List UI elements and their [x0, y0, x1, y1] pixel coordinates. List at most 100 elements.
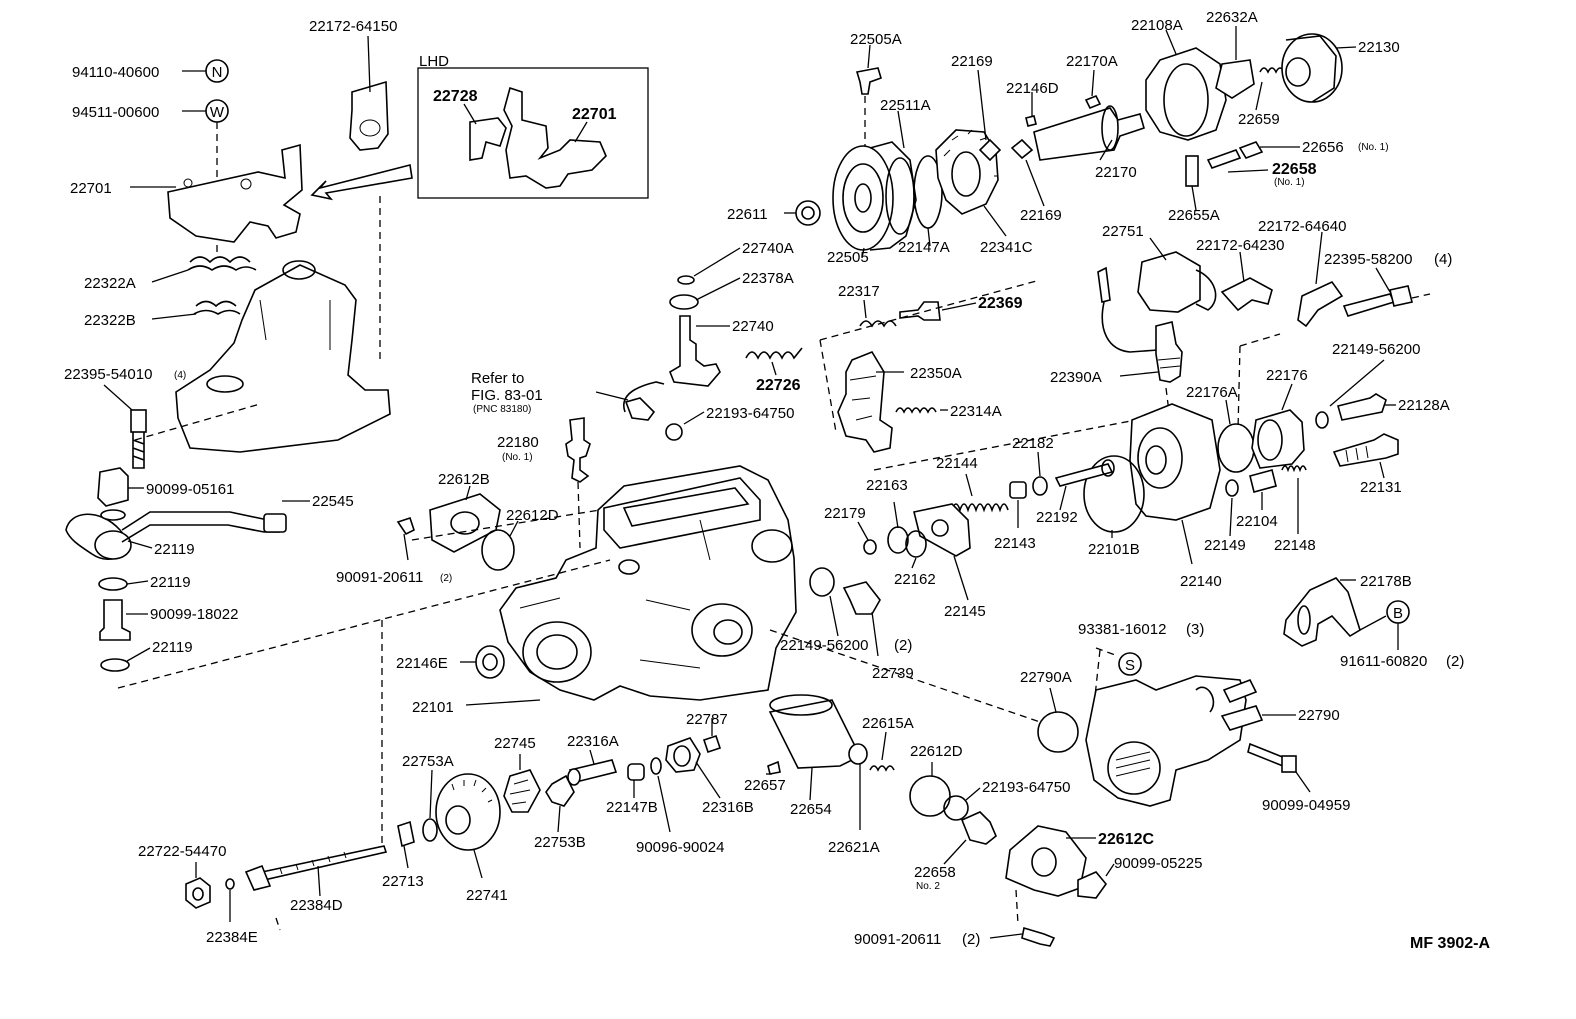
- washer-22119-bottom: [100, 658, 130, 672]
- label-22316B: 22316B: [702, 799, 754, 816]
- lhd-inset: [417, 67, 649, 199]
- label-qty-22658-no2: No. 2: [916, 881, 940, 892]
- bolt-90099-18022: [99, 599, 131, 641]
- label-qty-22395-54010: (4): [174, 370, 186, 381]
- label-90091-20611-a: 90091-20611: [336, 569, 423, 586]
- label-22390A: 22390A: [1050, 369, 1102, 386]
- oring-22790A: [1037, 711, 1079, 753]
- inset-lever-22701: [503, 86, 607, 189]
- key-22146D: [1025, 115, 1037, 127]
- label-22632A: 22632A: [1206, 9, 1258, 26]
- label-refer-1: Refer to: [471, 370, 524, 387]
- label-22104: 22104: [1236, 513, 1278, 530]
- clip-90096-90024: [650, 757, 662, 775]
- bracket-22172-64150: [349, 80, 389, 151]
- spring-22659: [1259, 67, 1285, 74]
- sensor-22612C: [1005, 825, 1087, 897]
- screw-90091-20611: [396, 516, 415, 536]
- label-22658: 22658: [1272, 161, 1317, 178]
- lower-center-parts: [185, 567, 997, 931]
- lever-22350A: [837, 351, 893, 453]
- label-22128A: 22128A: [1398, 397, 1450, 414]
- label-22322A: 22322A: [84, 275, 136, 292]
- label-22787: 22787: [686, 711, 728, 728]
- symbol-s-icon: [1118, 652, 1142, 676]
- label-91611-60820: 91611-60820: [1340, 653, 1427, 670]
- label-22182: 22182: [1012, 435, 1054, 452]
- label-22655A: 22655A: [1168, 207, 1220, 224]
- sleeve-22147B: [627, 763, 645, 781]
- label-22101: 22101: [412, 699, 454, 716]
- label-22753B: 22753B: [534, 834, 586, 851]
- bolt-90091-20611-lower: [1021, 926, 1056, 947]
- washer-22162: [905, 530, 927, 558]
- valve-22131: [1332, 433, 1399, 467]
- label-22384E: 22384E: [206, 929, 258, 946]
- oring-22612D-upper: [481, 529, 515, 571]
- label-22193-64750-a: 22193-64750: [706, 405, 794, 422]
- governor-cover-housing: [175, 264, 391, 453]
- label-22657: 22657: [744, 777, 786, 794]
- sensor-22193: [624, 397, 656, 421]
- label-22119-a: 22119: [154, 541, 195, 558]
- label-22612D-b: 22612D: [910, 743, 963, 760]
- fitting-22739: [842, 581, 881, 615]
- upper-mid-parts: [669, 247, 1137, 471]
- nut-90099-05225: [1077, 871, 1108, 899]
- rod-22384D: [261, 845, 388, 881]
- spring-22322B: [193, 300, 241, 315]
- label-22511A: 22511A: [880, 97, 931, 114]
- label-22140: 22140: [1180, 573, 1222, 590]
- washer-22179: [863, 539, 877, 555]
- oring-22740A: [677, 275, 695, 285]
- valve-22176: [1251, 409, 1305, 469]
- shutoff-lever-group: N W: [65, 35, 611, 845]
- oring-22176A: [1217, 423, 1255, 473]
- nut-90099-05161: [97, 467, 129, 507]
- pipe-22545: [121, 511, 283, 543]
- label-22176: 22176: [1266, 367, 1308, 384]
- label-93381-16012: 93381-16012: [1078, 621, 1166, 638]
- label-22108A: 22108A: [1131, 17, 1183, 34]
- lower-right-parts: B S: [769, 577, 1410, 947]
- arrow-inset-to-lever: [310, 164, 413, 201]
- oring-22101B: [1083, 455, 1145, 533]
- bracket-22172-64640: [1297, 280, 1344, 328]
- pin-22657: [767, 760, 781, 775]
- washer-22169-a: [978, 138, 1002, 162]
- solenoid-22390A: [1155, 321, 1183, 383]
- washer-22378A: [669, 294, 699, 310]
- part-labels: 22172-64150 94110-40600 94511-00600 2270…: [64, 9, 1490, 952]
- spring-22314A: [895, 407, 937, 414]
- figure-code: MF 3902-A: [1410, 935, 1490, 952]
- label-22726: 22726: [756, 377, 801, 394]
- shaft-22170: [1033, 107, 1145, 161]
- label-22384D: 22384D: [290, 897, 343, 914]
- plate-22713: [397, 820, 415, 848]
- ring-22621A: [848, 743, 868, 765]
- label-qty-90091-20611-b: (2): [962, 931, 980, 948]
- label-22179: 22179: [824, 505, 866, 522]
- label-90099-04959: 90099-04959: [1262, 797, 1350, 814]
- bearing-22146E: [475, 645, 505, 679]
- label-22145: 22145: [944, 603, 986, 620]
- label-22178B: 22178B: [1360, 573, 1412, 590]
- spring-22726: [745, 347, 803, 360]
- cap-22751: [1137, 251, 1201, 313]
- flange-22612B: [429, 493, 501, 553]
- label-22728: 22728: [433, 88, 478, 105]
- washer-22753B: [545, 774, 575, 807]
- label-22741: 22741: [466, 887, 508, 904]
- label-90099-18022: 90099-18022: [150, 606, 238, 623]
- label-22659: 22659: [1238, 111, 1280, 128]
- valve-22740: [669, 315, 721, 387]
- oring-22193-64750-lower: [943, 795, 969, 821]
- label-22654: 22654: [790, 801, 832, 818]
- label-22149: 22149: [1204, 537, 1246, 554]
- label-22612C: 22612C: [1098, 831, 1154, 848]
- lhd-inset-frame: [417, 67, 649, 199]
- plug-22787: [702, 734, 722, 754]
- plunger-22192: [1054, 463, 1114, 487]
- label-22369: 22369: [978, 295, 1023, 312]
